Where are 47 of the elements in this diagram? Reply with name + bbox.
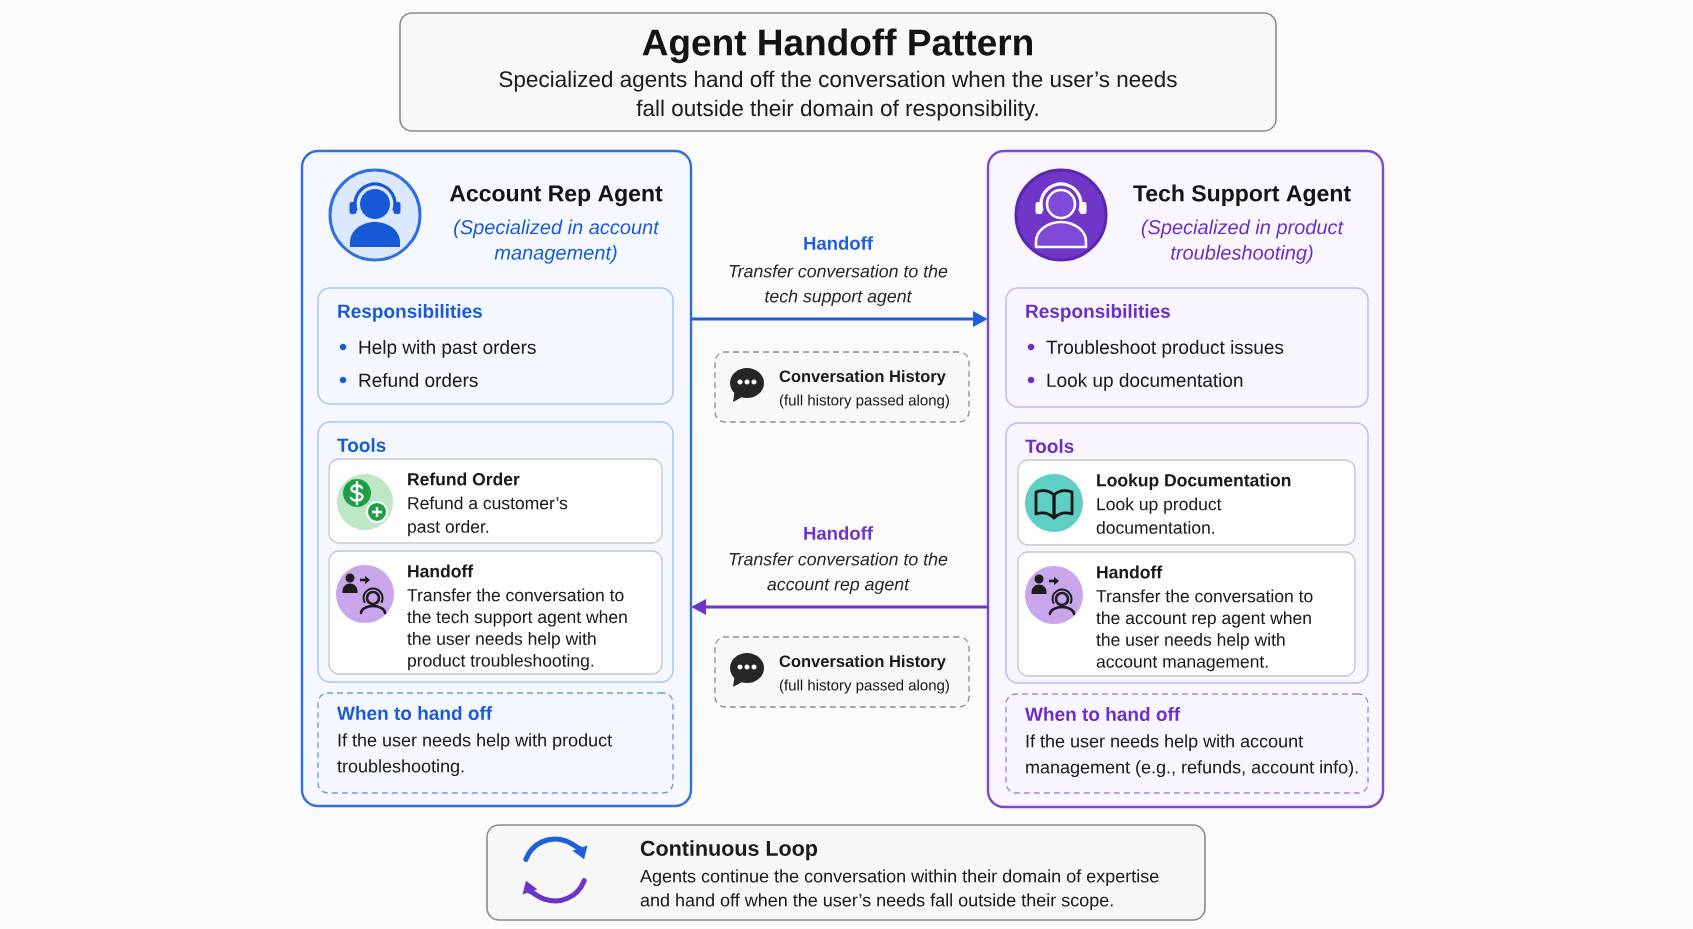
summary-panel: [486, 824, 1206, 921]
edge-label: Handoff: [804, 526, 873, 540]
section-heading: Tools: [337, 438, 386, 452]
history-title: Conversation History: [779, 654, 946, 671]
tool-card: [1017, 551, 1356, 677]
edge-label: Handoff: [804, 236, 873, 250]
arrow-description: Transfer conversation to the tech support agent: [729, 264, 948, 306]
section-heading: Responsibilities: [1026, 304, 1170, 322]
tool-name: Lookup Documentation: [1097, 473, 1291, 490]
note-heading: When to hand off: [337, 706, 493, 720]
note-panel: [317, 692, 674, 794]
note-text: If the user needs help with account management (e.g., refunds, account info).: [1026, 734, 1358, 778]
history-card: [714, 636, 970, 708]
list-item: Look up documentation: [1047, 373, 1243, 391]
tool-description: Refund a customer’s past order.: [408, 496, 568, 537]
panel-title: Account Rep Agent: [449, 185, 663, 207]
tool-card: [328, 458, 663, 544]
panel-subtitle: (Specialized in account management): [454, 219, 660, 264]
history-title: Conversation History: [779, 369, 946, 386]
diagram-title: Agent Handoff Pattern: [642, 28, 1032, 64]
section-heading: Tools: [1025, 439, 1074, 453]
tool-description: Look up product documentation.: [1096, 497, 1222, 534]
history-note: (full history passed along): [779, 394, 949, 409]
diagram-subtitle: Specialized agents hand off the conversation when the user’s needs fall outside their domain of responsibility.: [499, 70, 1177, 121]
list-item: Troubleshoot product issues: [1046, 340, 1284, 358]
arrow-description: Transfer conversation to the account rep agent: [729, 552, 948, 594]
history-card: [714, 351, 970, 423]
tool-card: [328, 550, 663, 675]
history-note: (full history passed along): [779, 679, 949, 694]
summary-title: Continuous Loop: [640, 840, 818, 861]
tool-card: [1017, 459, 1356, 546]
panel-subtitle: (Specialized in product troubleshooting): [1141, 219, 1344, 264]
summary-text: Agents continue the conversation within their domain of expertise and hand off when the user’s needs fall outside their scope.: [640, 869, 1159, 911]
tool-name: Handoff: [1097, 565, 1163, 579]
tool-name: Handoff: [408, 564, 474, 578]
note-panel: [1005, 693, 1369, 794]
section-panel: [1005, 287, 1369, 408]
tool-name: Refund Order: [408, 472, 520, 486]
tool-description: Transfer the conversation to the account rep agent when the user needs help with account management.: [1096, 589, 1313, 672]
note-text: If the user needs help with product troubleshooting.: [337, 733, 612, 777]
panel-title: Tech Support Agent: [1133, 184, 1351, 207]
note-heading: When to hand off: [1025, 707, 1181, 721]
list-item: Help with past orders: [359, 340, 536, 358]
list-item: Refund orders: [359, 373, 478, 387]
section-heading: Responsibilities: [338, 304, 482, 322]
section-panel: [317, 287, 674, 405]
tool-description: Transfer the conversation to the tech support agent when the user needs help with product troubleshooting.: [407, 588, 627, 671]
